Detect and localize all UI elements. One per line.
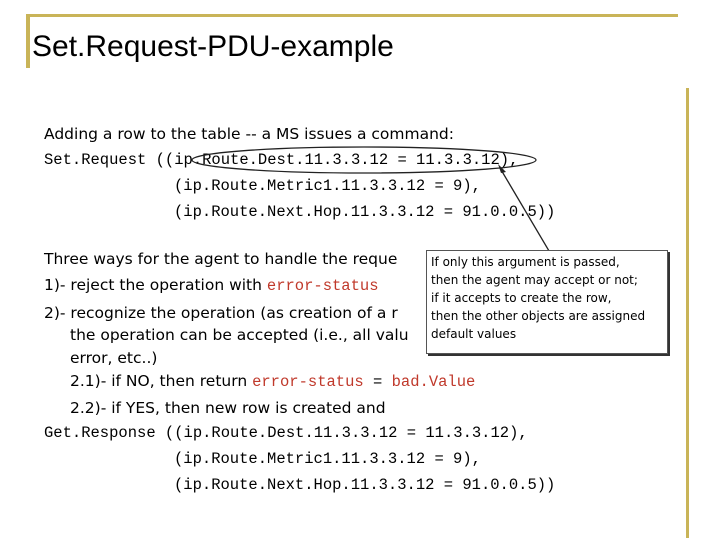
if-no-bad-value: bad.Value: [391, 373, 476, 391]
right-rule: [686, 88, 689, 538]
if-yes-text: 2.2)- if YES, then new row is created an…: [70, 399, 386, 417]
slide-title: Set.Request-PDU-example: [32, 30, 394, 63]
left-rule: [26, 14, 30, 68]
if-no-text: 2.1)- if NO, then return error-status = …: [70, 371, 475, 392]
callout-arrow-head: [498, 164, 506, 173]
getresponse-line-3: (ip.Route.Next.Hop.11.3.3.12 = 91.0.0.5)…: [174, 476, 556, 494]
callout-tooltip: If only this argument is passed, then th…: [426, 250, 668, 354]
intro-text: Adding a row to the table -- a MS issues…: [44, 125, 454, 143]
way-1-prefix: 1)- reject the operation with: [44, 276, 267, 294]
way-2-text: 2)- recognize the operation (as creation…: [44, 304, 398, 322]
tooltip-line-5: default values: [431, 327, 517, 341]
top-rule: [26, 14, 678, 17]
way-1-error-status: error-status: [266, 277, 379, 295]
setrequest-line-1: Set.Request ((ip.Route.Dest.11.3.3.12 = …: [44, 151, 519, 169]
setrequest-line-3: (ip.Route.Next.Hop.11.3.3.12 = 91.0.0.5)…: [174, 203, 556, 221]
getresponse-line-1: Get.Response ((ip.Route.Dest.11.3.3.12 =…: [44, 424, 528, 442]
way-1-text: 1)- reject the operation with error-stat…: [44, 275, 379, 296]
tooltip-line-4: then the other objects are assigned: [431, 309, 646, 323]
three-ways-text: Three ways for the agent to handle the r…: [44, 250, 398, 268]
tooltip-line-1: If only this argument is passed,: [431, 255, 620, 269]
setrequest-line-2: (ip.Route.Metric1.11.3.3.12 = 9),: [174, 177, 481, 195]
tooltip-line-2: then the agent may accept or not;: [431, 273, 638, 287]
tooltip-line-3: if it accepts to create the row,: [431, 291, 612, 305]
if-no-error-status: error-status: [252, 373, 364, 391]
highlight-ellipse: [191, 146, 537, 174]
way-2-line-2: the operation can be accepted (i.e., all…: [70, 326, 409, 344]
getresponse-line-2: (ip.Route.Metric1.11.3.3.12 = 9),: [174, 450, 481, 468]
if-no-prefix: 2.1)- if NO, then return: [70, 372, 253, 390]
way-2-line-3: error, etc..): [70, 349, 158, 367]
callout-arrow-line: [499, 167, 553, 257]
if-no-equals: =: [363, 373, 392, 391]
